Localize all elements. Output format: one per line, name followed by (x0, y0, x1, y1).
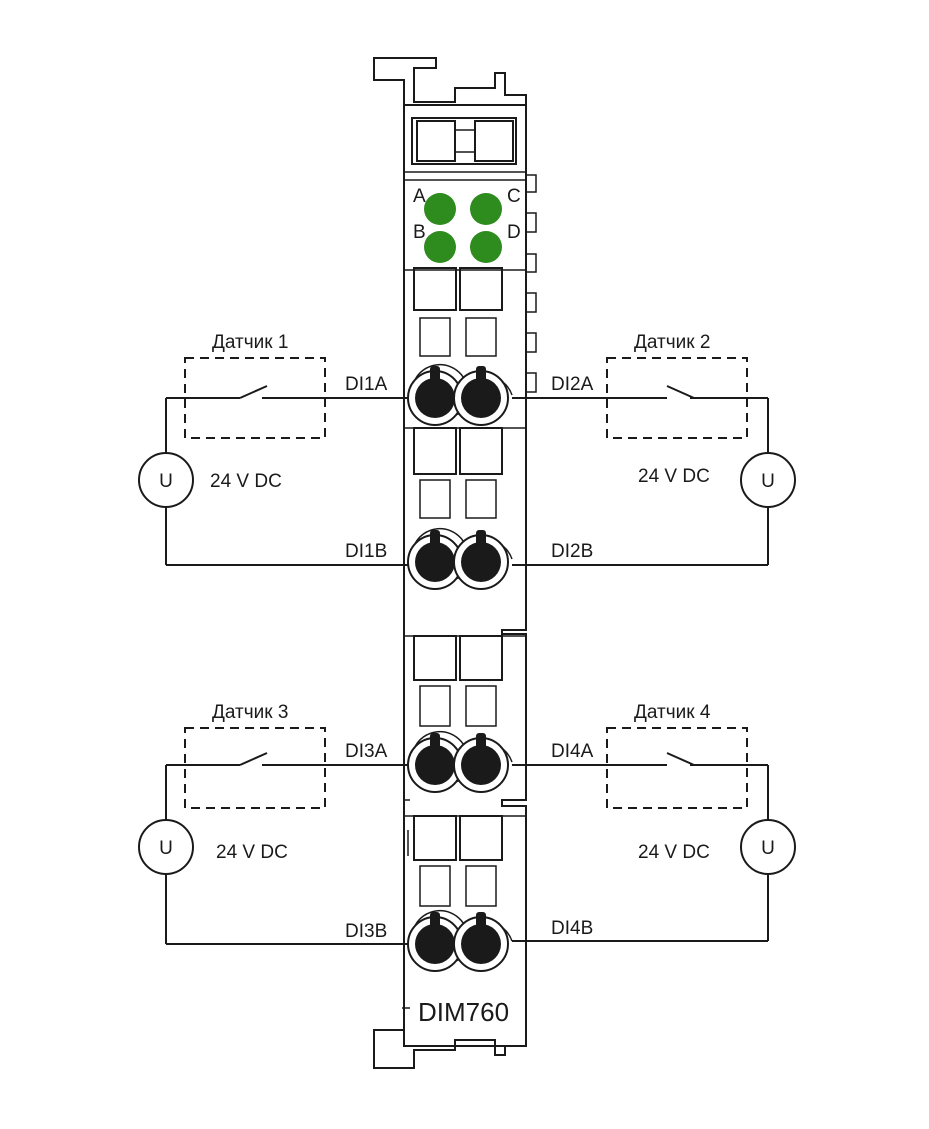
sensor-label: Датчик 1 (212, 332, 288, 353)
voltage-label: 24 V DC (210, 471, 282, 492)
led-b-icon (424, 231, 456, 263)
source-label: U (159, 471, 173, 492)
sensor-label: Датчик 4 (634, 702, 711, 723)
terminal-b-label: DI4B (551, 918, 593, 939)
model-label: DIM760 (418, 997, 509, 1027)
terminal-clamp (407, 363, 513, 426)
terminal-clamp (407, 909, 513, 972)
source-label: U (159, 838, 173, 859)
led-d-icon (470, 231, 502, 263)
terminals (407, 363, 513, 972)
led-label-a: A (413, 186, 426, 207)
terminal-a-label: DI3A (345, 741, 388, 762)
terminal-clamp (407, 527, 513, 590)
terminal-a-label: DI1A (345, 374, 388, 395)
terminal-block-lower (404, 635, 526, 907)
led-a-icon (424, 193, 456, 225)
voltage-label: 24 V DC (638, 466, 710, 487)
voltage-source-icon (138, 819, 194, 875)
sensor-box (184, 727, 326, 809)
terminal-clamp (407, 730, 513, 793)
sensor-circuits: U Датчик 1 24 V DC DI1A DI1B U Датчик 2 24 V DC… (138, 332, 796, 945)
led-label-b: B (413, 222, 426, 243)
led-label-c: C (507, 186, 521, 207)
sensor-circuit-1: U Датчик 1 24 V DC DI1A DI1B (138, 332, 412, 566)
sensor-label: Датчик 2 (634, 332, 710, 353)
voltage-source-icon (740, 452, 796, 508)
voltage-label: 24 V DC (638, 842, 710, 863)
source-label: U (761, 838, 775, 859)
io-module: A B C D DIM760 (373, 57, 537, 1069)
voltage-source-icon (740, 819, 796, 875)
sensor-label: Датчик 3 (212, 702, 288, 723)
terminal-b-label: DI2B (551, 541, 593, 562)
led-label-d: D (507, 222, 521, 243)
terminal-a-label: DI4A (551, 741, 594, 762)
voltage-label: 24 V DC (216, 842, 288, 863)
terminal-b-label: DI1B (345, 541, 387, 562)
voltage-source-icon (138, 452, 194, 508)
sensor-circuit-3: U Датчик 3 24 V DC DI3A DI3B (138, 702, 412, 945)
terminal-b-label: DI3B (345, 921, 387, 942)
led-c-icon (470, 193, 502, 225)
source-label: U (761, 471, 775, 492)
terminal-block-upper (404, 267, 526, 519)
sensor-box (606, 727, 748, 809)
terminal-a-label: DI2A (551, 374, 594, 395)
sensor-circuit-4: U Датчик 4 24 V DC DI4A DI4B (512, 702, 796, 942)
sensor-circuit-2: U Датчик 2 24 V DC DI2A DI2B (512, 332, 796, 566)
